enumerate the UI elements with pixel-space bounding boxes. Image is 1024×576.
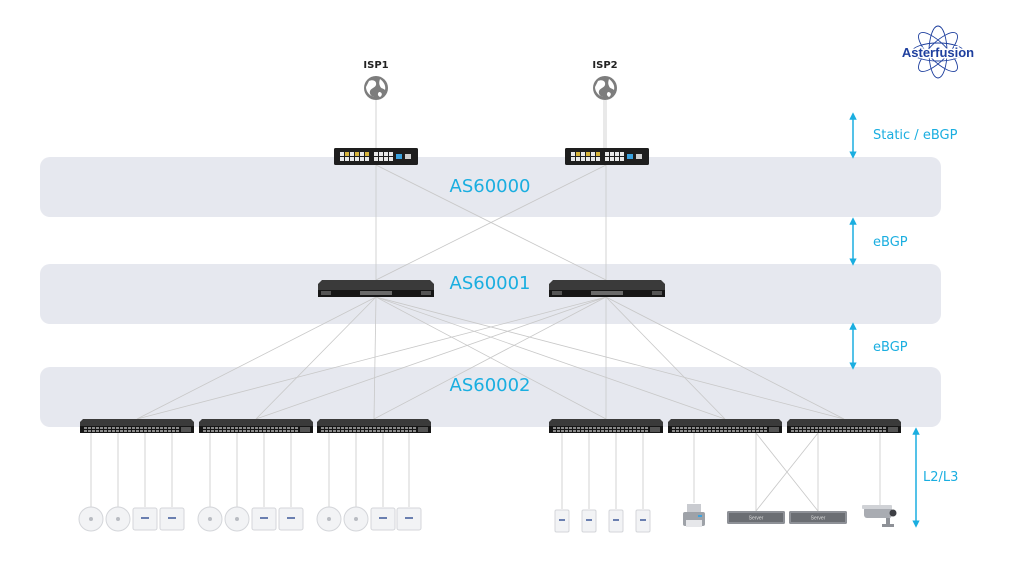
wireless-ap-icon: [105, 506, 131, 532]
globe-icon: [364, 76, 388, 100]
globe-icon: [593, 76, 617, 100]
wireless-ap-icon: [78, 506, 104, 532]
server-label: Server: [811, 516, 826, 522]
link-line: [375, 296, 726, 420]
camera-icon: [862, 505, 897, 527]
link-line: [755, 432, 819, 512]
link-line: [375, 296, 607, 420]
link-line: [373, 296, 377, 420]
wireless-ap-icon: [132, 507, 158, 531]
wireless-ap-icon: [251, 507, 277, 531]
access-switch: [317, 419, 431, 433]
wall-ap-icon: [608, 509, 624, 533]
layer-band-as60002: [40, 367, 941, 427]
link-line: [255, 296, 377, 420]
link-lines: [136, 100, 845, 420]
layer-band-as60001: [40, 264, 941, 324]
access-switch: [549, 419, 663, 433]
access-switch: [668, 419, 782, 433]
wireless-ap-icon: [370, 507, 396, 531]
wireless-ap-icon: [396, 507, 422, 531]
switch-icon: [549, 280, 665, 290]
layer-arrows: [849, 112, 920, 528]
asterfusion-logo: Asterfusion: [900, 25, 976, 79]
link-line: [375, 164, 607, 281]
switch-icon: [80, 419, 194, 426]
side-label-static-ebgp: Static / eBGP: [873, 128, 958, 143]
wall-ap-icon: [581, 509, 597, 533]
wireless-ap-icon: [278, 507, 304, 531]
access-switches: [80, 419, 901, 433]
link-line: [605, 296, 726, 420]
side-label-ebgp-2: eBGP: [873, 340, 908, 355]
switch-icon: [787, 419, 901, 426]
server-2: Server: [789, 511, 847, 524]
core-switch-2: [549, 280, 665, 297]
switch-icon: [199, 419, 313, 426]
switch-icon: [318, 280, 434, 290]
switch-icon: [549, 419, 663, 426]
side-label-l2l3: L2/L3: [923, 470, 958, 485]
logo-text: Asterfusion: [902, 45, 974, 60]
layer-label-as60002: AS60002: [450, 375, 531, 396]
wall-ap-icon: [635, 509, 651, 533]
border-router-1: [334, 148, 418, 165]
wireless-ap-icon: [343, 506, 369, 532]
layer-bands: [40, 157, 941, 427]
isp2-label: ISP2: [592, 60, 617, 71]
link-line: [605, 296, 845, 420]
isp1-label: ISP1: [363, 60, 388, 71]
server-1: Server: [727, 511, 785, 524]
link-line: [136, 296, 377, 420]
core-switch-1: [318, 280, 434, 297]
side-label-ebgp-1: eBGP: [873, 235, 908, 250]
access-switch: [787, 419, 901, 433]
border-router-2: [565, 148, 649, 165]
wireless-ap-icon: [316, 506, 342, 532]
layer-label-as60000: AS60000: [450, 176, 531, 197]
access-switch: [80, 419, 194, 433]
link-line: [373, 296, 607, 420]
wireless-ap-icon: [224, 506, 250, 532]
wall-ap-icon: [554, 509, 570, 533]
switch-icon: [317, 419, 431, 426]
link-line: [375, 296, 845, 420]
access-switch: [199, 419, 313, 433]
layer-band-as60000: [40, 157, 941, 217]
logo-icon: [911, 25, 965, 79]
switch-icon: [668, 419, 782, 426]
link-line: [136, 296, 607, 420]
wireless-ap-icon: [159, 507, 185, 531]
printer-icon: [683, 504, 705, 527]
server-label: Server: [749, 516, 764, 522]
endpoint-devices: [78, 432, 881, 533]
wireless-ap-icon: [197, 506, 223, 532]
link-line: [255, 296, 607, 420]
layer-label-as60001: AS60001: [450, 273, 531, 294]
